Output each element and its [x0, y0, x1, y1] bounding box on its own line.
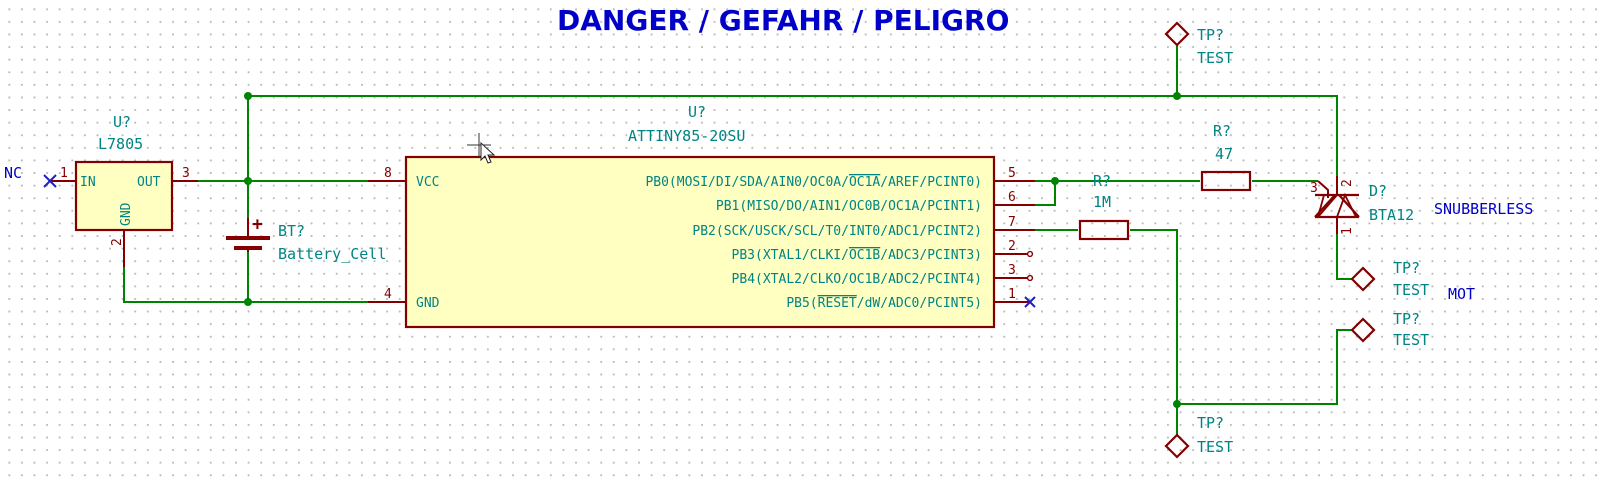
- mcu-pin-pb1-label: PB1(MISO/DO/AIN1/OC0B/OC1A/PCINT1): [716, 199, 982, 214]
- regulator-ref: U?: [113, 113, 131, 131]
- crosshair-cursor: [467, 133, 491, 157]
- mcu-pin-vcc-label: VCC: [416, 175, 439, 190]
- resistor-pulldown-1m[interactable]: R? 1M: [1078, 172, 1130, 241]
- triac-gate-lead: [1317, 180, 1329, 198]
- battery-cell[interactable]: + BT? Battery_Cell: [226, 214, 386, 263]
- mot-label: MOT: [1448, 285, 1475, 303]
- wires: [123, 45, 1352, 435]
- mcu-pin-num-gnd: 4: [384, 287, 392, 302]
- testpoint-diamond: [1164, 433, 1190, 459]
- regulator-value: L7805: [98, 135, 143, 153]
- testpoint-diamond: [1350, 317, 1376, 343]
- triac-diode-left: [1317, 194, 1339, 218]
- mcu-value: ATTINY85-20SU: [628, 127, 745, 145]
- triac-pin-num-gate: 3: [1310, 181, 1318, 196]
- mcu-pin-num: 5: [1008, 166, 1016, 181]
- junction-dot: [244, 177, 252, 185]
- testpoint-diamond: [1164, 21, 1190, 47]
- testpoint-value: TEST: [1393, 281, 1429, 299]
- nc-label: NC: [4, 164, 22, 182]
- resistor-gate-47[interactable]: R? 47: [1200, 122, 1252, 192]
- testpoint-ref: TP?: [1393, 259, 1420, 277]
- mcu-pin-pb5-label: PB5(RESET/dW/ADC0/PCINT5): [786, 296, 982, 311]
- junctions: [244, 92, 1181, 408]
- testpoint-ref: TP?: [1197, 26, 1224, 44]
- resistor-body: [1200, 170, 1252, 192]
- testpoint-1[interactable]: TP? TEST: [1164, 21, 1233, 67]
- resistor-pull-ref: R?: [1093, 172, 1111, 190]
- regulator-pin-in-label: IN: [80, 175, 96, 190]
- mcu-pin-pb2-label: PB2(SCK/USCK/SCL/T0/INT0/ADC1/PCINT2): [692, 224, 982, 239]
- mcu-pin-num-vcc: 8: [384, 166, 392, 181]
- junction-dot: [1173, 400, 1181, 408]
- triac-bta12[interactable]: 3 2 1 D? BTA12: [1310, 176, 1414, 235]
- resistor-gate-ref: R?: [1213, 122, 1231, 140]
- regulator-pin-num-gnd: 2: [110, 238, 125, 246]
- regulator-pin-out-label: OUT: [137, 175, 161, 190]
- testpoint-3[interactable]: TP? TEST: [1350, 310, 1429, 349]
- mcu-pin-num: 2: [1008, 239, 1016, 254]
- junction-dot: [1051, 177, 1059, 185]
- junction-dot: [1173, 92, 1181, 100]
- triac-diode-right: [1335, 192, 1358, 218]
- mcu-pin-num: 6: [1008, 190, 1016, 205]
- testpoint-2[interactable]: TP? TEST: [1350, 259, 1429, 299]
- mcu-pin-gnd-label: GND: [416, 296, 440, 311]
- resistor-body: [1078, 219, 1130, 241]
- mcu-pin-pb0-label: PB0(MOSI/DI/SDA/AIN0/OC0A/OC1A/AREF/PCIN…: [645, 175, 982, 190]
- mcu-pin-num: 3: [1008, 263, 1016, 278]
- regulator-body: [74, 160, 174, 232]
- triac-pin-num-a1: 1: [1340, 227, 1355, 235]
- unconnected-pin-marker: [1026, 250, 1034, 258]
- battery-plus-sign: +: [252, 214, 263, 235]
- regulator-pin-num-out: 3: [182, 166, 190, 181]
- testpoint-diamond: [1350, 266, 1376, 292]
- mcu-ref: U?: [688, 103, 706, 121]
- snubberless-label: SNUBBERLESS: [1434, 200, 1533, 218]
- no-connect-marker: [1024, 296, 1036, 308]
- danger-title: DANGER / GEFAHR / PELIGRO: [557, 4, 1009, 37]
- triac-ref: D?: [1369, 182, 1387, 200]
- triac-value: BTA12: [1369, 206, 1414, 224]
- mcu-pin-pb4-label: PB4(XTAL2/CLKO/OC1B/ADC2/PCINT4): [732, 272, 982, 287]
- unconnected-pin-marker: [1026, 274, 1034, 282]
- triac-pin-num-a2: 2: [1340, 179, 1355, 187]
- overbar-text: RESET: [818, 296, 857, 311]
- battery-value: Battery_Cell: [278, 245, 386, 263]
- regulator-pin-num-in: 1: [60, 166, 68, 181]
- mcu-attiny85[interactable]: U? ATTINY85-20SU VCC GND 8 4 PB0(MOSI/DI…: [368, 103, 1036, 329]
- mcu-pin-pb3-label: PB3(XTAL1/CLKI/OC1B/ADC3/PCINT3): [732, 248, 982, 263]
- triac-diode-right-outline: [1338, 194, 1360, 218]
- testpoint-ref: TP?: [1197, 414, 1224, 432]
- mcu-pin-num: 1: [1008, 287, 1016, 302]
- testpoint-value: TEST: [1393, 331, 1429, 349]
- wire-vcc-top: [247, 95, 1338, 181]
- testpoint-value: TEST: [1197, 49, 1233, 67]
- regulator-u-l7805[interactable]: U? L7805 IN OUT GND 1 3 2: [43, 113, 198, 267]
- testpoint-ref: TP?: [1393, 310, 1420, 328]
- testpoint-4[interactable]: TP? TEST: [1164, 414, 1233, 459]
- wire-tp3: [1177, 329, 1352, 405]
- wire-r1m-out: [1130, 229, 1178, 404]
- mcu-pin-num: 7: [1008, 215, 1016, 230]
- wire-pb1: [1035, 181, 1056, 206]
- triac-diode-left-outline: [1314, 194, 1336, 218]
- mcu-body: [404, 155, 996, 329]
- resistor-pull-value: 1M: [1093, 193, 1111, 211]
- wire-gnd: [123, 267, 368, 303]
- testpoint-value: TEST: [1197, 438, 1233, 456]
- resistor-gate-value: 47: [1215, 145, 1233, 163]
- no-connect-marker: [43, 174, 57, 188]
- overbar-text: OC1B: [849, 248, 880, 263]
- battery-ref: BT?: [278, 222, 305, 240]
- junction-dot: [244, 92, 252, 100]
- junction-dot: [244, 298, 252, 306]
- mouse-pointer-icon: [480, 141, 496, 164]
- overbar-text: OC1A: [849, 175, 880, 190]
- regulator-pin-gnd-label: GND: [119, 202, 134, 226]
- wire-triac-a1: [1336, 234, 1352, 280]
